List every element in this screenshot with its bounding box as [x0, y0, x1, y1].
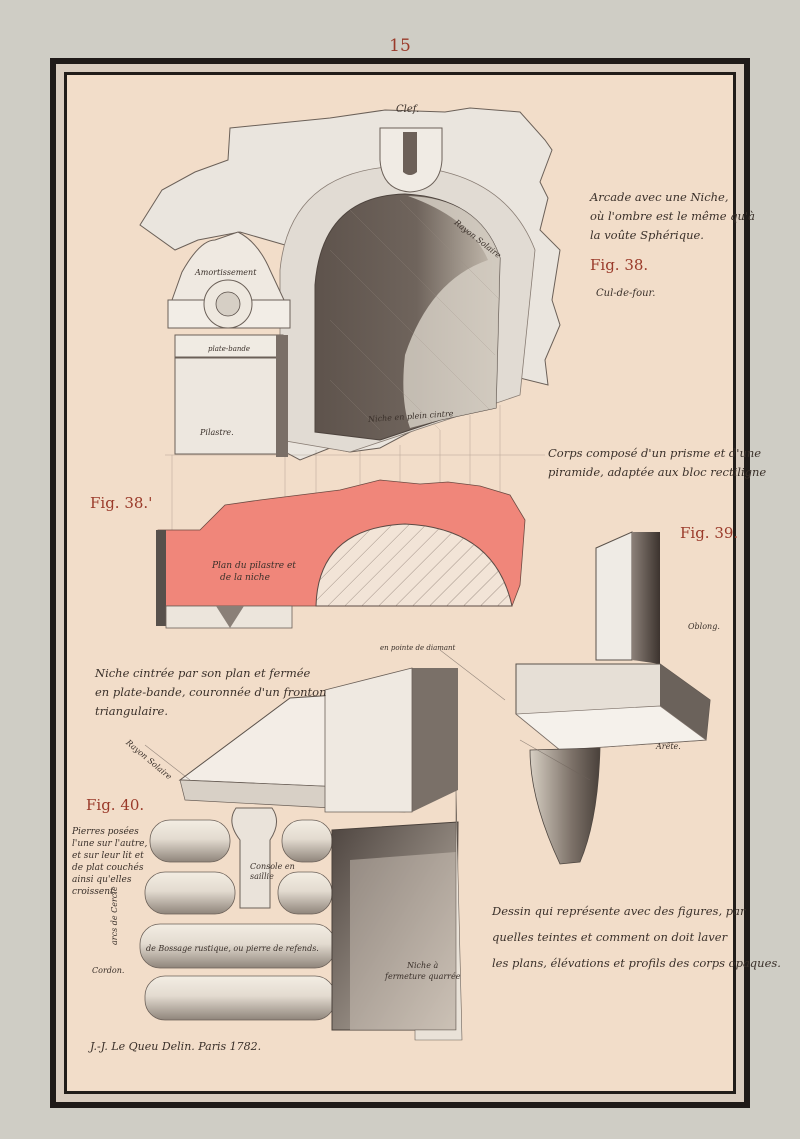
label-clef: Clef. — [396, 104, 420, 115]
rustic-stones — [139, 819, 336, 1021]
fig38b-label: Fig. 38.' — [90, 494, 153, 512]
label-cul-de-four: Cul-de-four. — [596, 288, 656, 299]
label-console: Console en saillie — [250, 862, 295, 881]
fig40-left-note: Pierres posées l'une sur l'autre, et sur… — [72, 827, 148, 897]
label-plate-bande: plate-bande — [208, 345, 250, 353]
fig40-label: Fig. 40. — [86, 796, 145, 814]
fig39-label: Fig. 39. — [680, 524, 739, 542]
label-en-pointe: en pointe de diamant — [380, 644, 456, 652]
fig40-caption: Niche cintrée par son plan et fermée en … — [95, 666, 327, 718]
label-bossage: de Bossage rustique, ou pierre de refend… — [146, 944, 319, 953]
construction-lines — [144, 649, 591, 781]
label-arcs: arcs de Cercle — [110, 886, 119, 945]
fig38b-plan — [156, 479, 526, 629]
label-niche-fermee: Niche à fermeture quarrée — [385, 961, 461, 981]
signature: J.-J. Le Queu Delin. Paris 1782. — [90, 1040, 262, 1053]
label-oblong: Oblong. — [688, 622, 720, 631]
plate-description: Dessin qui représente avec des figures, … — [492, 904, 781, 970]
plan-label: Plan du pilastre et de la niche — [212, 561, 296, 583]
fig38-label: Fig. 38. — [590, 256, 649, 274]
label-cordon: Cordon. — [92, 966, 125, 975]
label-amortissement: Amortissement — [195, 268, 257, 277]
fig38-arcade — [139, 107, 561, 461]
fig40-rustic-niche — [139, 667, 463, 1041]
fig39-prism-pyramid — [515, 531, 711, 865]
fig38-caption: Arcade avec une Niche, où l'ombre est le… — [590, 190, 755, 242]
page-number: 15 — [389, 36, 411, 56]
fig39-caption: Corps composé d'un prisme et d'une piram… — [548, 446, 767, 479]
label-arete: Arête. — [656, 742, 681, 751]
label-pilastre: Pilastre. — [200, 428, 234, 437]
